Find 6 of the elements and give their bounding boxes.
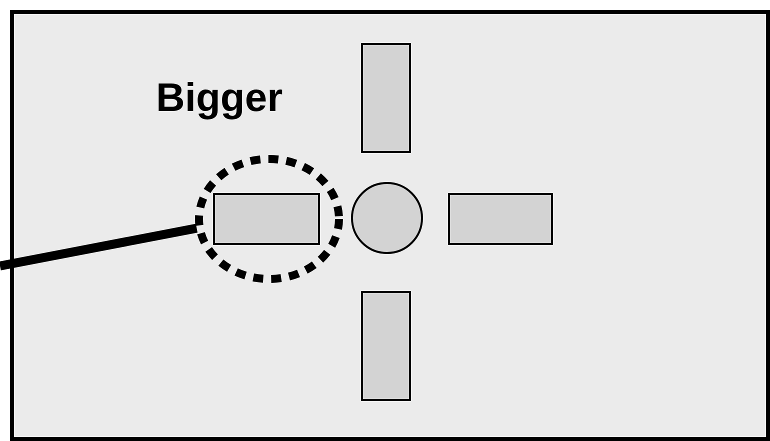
rectangle [213, 193, 320, 245]
rectangle [361, 291, 411, 401]
panel [10, 10, 770, 441]
highlight-label: Bigger [156, 76, 283, 121]
rectangle [448, 193, 553, 245]
rectangle [361, 43, 411, 153]
